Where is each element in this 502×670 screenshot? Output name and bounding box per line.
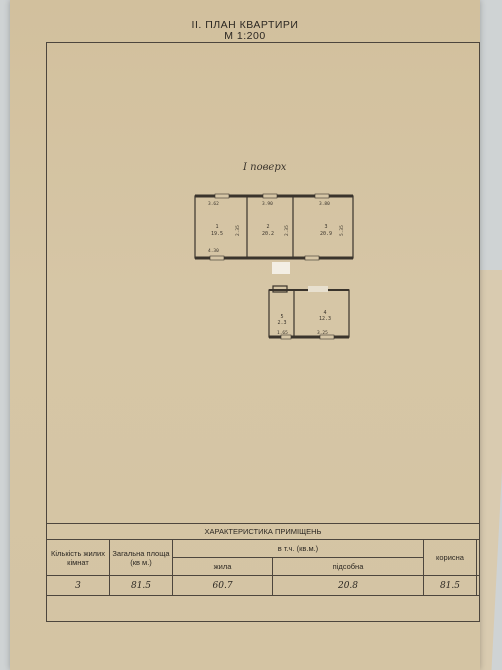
room-number: 3 — [324, 224, 327, 230]
window — [280, 334, 292, 340]
col-header-useful: корисна — [422, 539, 477, 576]
plan-title-block: II. ПЛАН КВАРТИРИ М 1:200 — [10, 20, 480, 42]
col-header-total: Загальна площа (кв м.) — [109, 539, 173, 576]
window — [314, 193, 330, 199]
light-glare — [308, 286, 328, 292]
room-number: 4 — [323, 310, 326, 316]
dimension-label: 3.80 — [319, 201, 330, 207]
stair-block — [272, 285, 288, 293]
room-area: 19.5 — [211, 231, 223, 237]
window — [319, 334, 335, 340]
dimension-label: 2.35 — [235, 225, 241, 236]
col-header-aux: підсобна — [272, 557, 424, 576]
light-glare — [272, 262, 290, 274]
plan-title: II. ПЛАН КВАРТИРИ — [191, 19, 299, 31]
room-area: 2.3 — [277, 320, 286, 326]
dimension-label: 3.90 — [262, 201, 273, 207]
dimension-label: 3.25 — [317, 330, 328, 336]
dimension-label: 3.62 — [208, 201, 219, 207]
window — [262, 193, 278, 199]
table-caption: ХАРАКТЕРИСТИКА ПРИМІЩЕНЬ — [46, 523, 480, 540]
value-aux: 20.8 — [272, 575, 424, 596]
floor-plan: 3.62 3.90 3.80 2.35 2.35 5.35 4.30 1.65 … — [194, 193, 354, 340]
empty-header-cell — [475, 539, 481, 576]
room-number: 2 — [266, 224, 269, 230]
value-useful: 81.5 — [422, 575, 477, 596]
room-number: 5 — [280, 314, 283, 320]
empty-value-cell — [475, 575, 481, 596]
window — [214, 193, 230, 199]
col-header-incl: в т.ч. (кв.м.) — [172, 539, 424, 558]
room-characteristics-table: ХАРАКТЕРИСТИКА ПРИМІЩЕНЬ Кількість жилих… — [46, 523, 481, 596]
window — [304, 255, 320, 261]
value-total: 81.5 — [109, 575, 173, 596]
col-header-rooms: Кількість жилих кімнат — [46, 539, 110, 576]
plan-scale: М 1:200 — [224, 30, 266, 42]
dimension-label: 5.35 — [339, 225, 345, 236]
room-area: 20.2 — [262, 231, 274, 237]
document-sheet: II. ПЛАН КВАРТИРИ М 1:200 I поверх — [10, 0, 481, 670]
value-rooms: 3 — [46, 575, 110, 596]
col-header-living: жила — [171, 557, 274, 576]
dimension-label: 1.65 — [277, 330, 288, 336]
room-number: 1 — [215, 224, 218, 230]
room-area: 12.3 — [319, 316, 331, 322]
dimension-label: 4.30 — [208, 248, 219, 254]
room-area: 20.9 — [320, 231, 332, 237]
drawing-frame — [46, 42, 480, 622]
dimension-label: 2.35 — [284, 225, 290, 236]
value-living: 60.7 — [171, 575, 274, 596]
floor-label: I поверх — [243, 162, 287, 173]
window — [209, 255, 225, 261]
